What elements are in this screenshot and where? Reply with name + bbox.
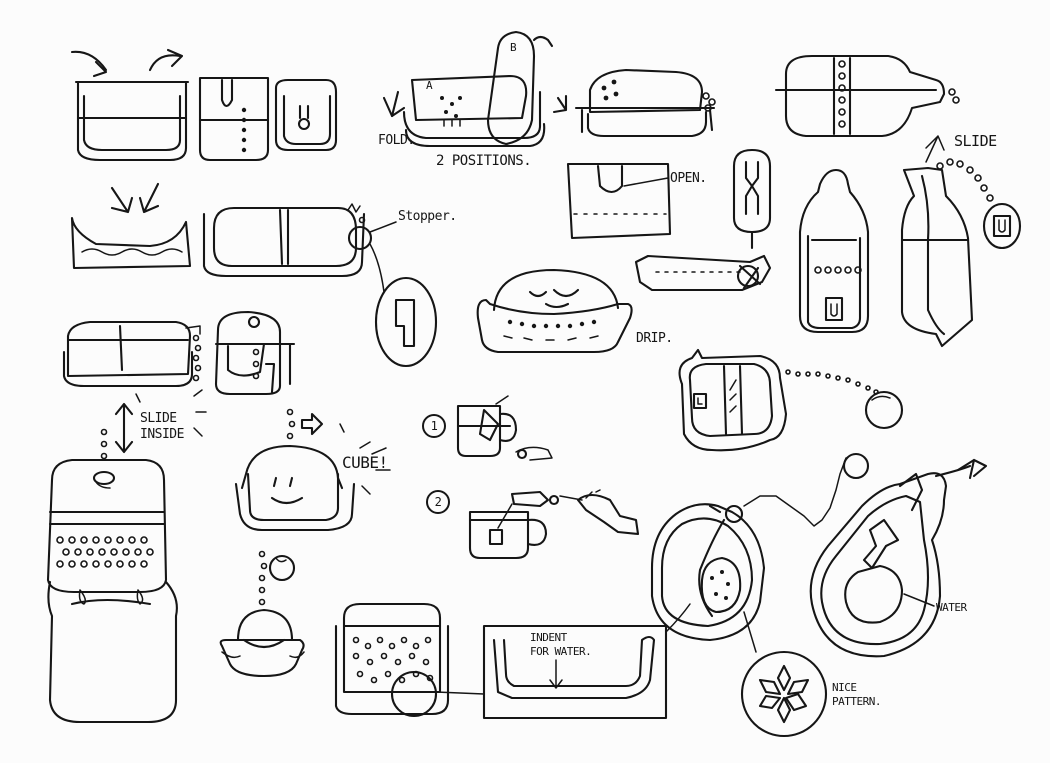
horizontal-bottle-sketch — [774, 54, 960, 138]
slot-tag-sketch — [732, 148, 772, 250]
two-positions-label: 2 POSITIONS. — [436, 153, 532, 169]
drip-label: DRIP. — [636, 331, 673, 346]
pendant-bottle-sketch — [650, 452, 870, 653]
cup-step-2-sketch — [468, 489, 640, 560]
cube-sketch — [234, 423, 391, 532]
position-a-label: A — [426, 79, 433, 92]
stacked-case-sketch — [62, 320, 202, 388]
indent-label-2: FOR WATER. — [530, 645, 592, 658]
tea-ball-sketch — [219, 550, 305, 678]
slide-inside-arrow — [114, 389, 324, 454]
water-bottle-sketch — [809, 458, 988, 658]
indent-detail-sketch — [482, 603, 691, 720]
fold-positions-sketch — [382, 30, 568, 148]
position-b-label: B — [510, 41, 517, 54]
open-pouch-sketch — [566, 162, 672, 240]
stopper-label: Stopper. — [398, 209, 457, 224]
stopper-case-sketch — [202, 203, 397, 293]
container-side-sketch — [198, 76, 270, 162]
squeeze-tray-sketch — [70, 182, 192, 270]
indent-label-1: INDENT — [530, 631, 567, 644]
slide-bottle-sketch — [900, 135, 1022, 348]
container-pod-sketch — [274, 78, 338, 152]
water-label: WATER — [936, 601, 967, 614]
stopper-detail-sketch — [374, 276, 438, 368]
tall-bottle-sketch — [798, 168, 870, 334]
open-label: OPEN. — [670, 171, 707, 186]
infuser-box-sketch — [334, 602, 485, 718]
drip-dome-sketch — [476, 268, 633, 354]
tilted-container-sketch — [574, 68, 716, 138]
step-1-badge: 1 — [422, 414, 446, 438]
fold-label: FOLD. — [378, 133, 415, 148]
nice-pattern-label-2: PATTERN. — [832, 695, 881, 708]
step-2-badge: 2 — [426, 490, 450, 514]
tea-container-sketch — [46, 428, 178, 724]
cube-label: CUBE! — [342, 453, 388, 472]
cup-with-arrows-sketch — [70, 48, 190, 162]
slide-label: SLIDE — [954, 132, 997, 150]
stretch-band-sketch — [634, 254, 772, 292]
nice-pattern-disc — [740, 650, 828, 738]
slide-inside-label-2: INSIDE — [140, 427, 184, 442]
cup-step-1-sketch — [456, 395, 553, 461]
vertical-pod-sketch — [214, 310, 296, 440]
slide-inside-label-1: SLIDE — [140, 411, 177, 426]
nice-pattern-label-1: NICE — [832, 681, 857, 694]
drip-pod-sketch — [678, 348, 904, 452]
